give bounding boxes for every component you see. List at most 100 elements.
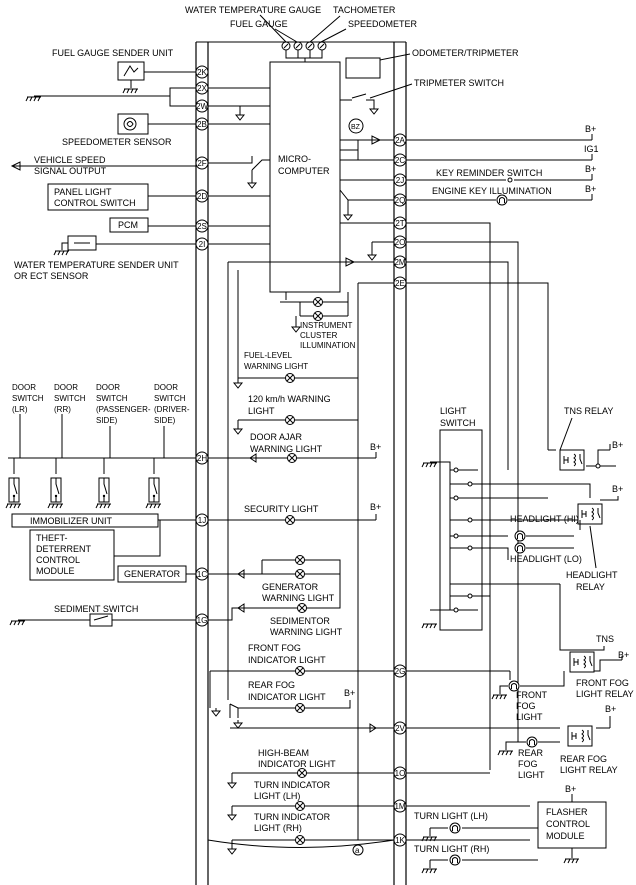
door-ajar-diode-icon	[249, 453, 257, 463]
theft-deterrent-label-2: DETERRENT	[36, 544, 92, 554]
headlight-hi-label: HEADLIGHT (HI)	[510, 514, 579, 524]
svg-text:2S: 2S	[197, 222, 207, 231]
door-switch-rr-ground-icon	[47, 503, 64, 509]
door-ajar-lamp-icon	[287, 453, 297, 463]
door-switch-passenger-label-1: DOOR	[96, 383, 120, 392]
left-terminals: 2K 2X 2W 2B 2F 2D 2S 2I 2H 1J 1C 1G	[195, 65, 209, 627]
warning-120-label-1: 120 km/h WARNING	[248, 394, 331, 404]
security-light-lamp-icon	[285, 515, 295, 525]
b-plus-rear-fog: B+	[344, 688, 355, 698]
light-switch-ground-1-icon	[421, 462, 438, 468]
rear-fog-light-bulb-icon	[526, 736, 538, 748]
fuel-level-warning-lamp-icon	[285, 373, 295, 383]
light-switch-box	[439, 429, 483, 631]
turn-light-rh-bulb-icon	[449, 854, 461, 866]
security-light-label: SECURITY LIGHT	[244, 504, 319, 514]
terminal-1K: 1K	[393, 833, 407, 847]
odometer-tripmeter-label: ODOMETER/TRIPMETER	[412, 48, 519, 58]
terminal-2T: 2T	[393, 216, 407, 230]
b-plus-tns-relay: B+	[612, 440, 623, 450]
flasher-label-3: MODULE	[546, 831, 585, 841]
terminal-2M: 2M	[393, 255, 407, 269]
terminal-1J: 1J	[195, 513, 209, 527]
svg-text:2W: 2W	[196, 102, 208, 111]
svg-text:2T: 2T	[395, 219, 404, 228]
door-switch-driver-ground-icon	[145, 503, 162, 509]
cluster-illumination-lamp-1-icon	[313, 297, 323, 307]
svg-text:2O: 2O	[395, 238, 406, 247]
b-plus-2q: B+	[585, 184, 596, 194]
water-temp-label-2: OR ECT SENSOR	[14, 271, 89, 281]
diode-2a-icon	[371, 135, 382, 145]
front-fog-relay-label-1: FRONT FOG	[576, 678, 629, 688]
buzzer-label: BZ	[351, 124, 361, 131]
tachometer-icon	[305, 41, 315, 51]
b-plus-door-ajar: B+	[370, 442, 381, 452]
terminal-2S: 2S	[195, 219, 209, 233]
sediment-switch-box	[89, 613, 113, 627]
b-plus-security: B+	[370, 502, 381, 512]
gauge-group: WATER TEMPERATURE GAUGE FUEL GAUGE TACHO…	[185, 5, 418, 62]
high-beam-lamp-icon	[297, 768, 307, 778]
svg-text:1G: 1G	[197, 616, 208, 625]
front-fog-relay-label-2: LIGHT RELAY	[576, 689, 634, 699]
light-switch-ground-2-icon	[421, 623, 438, 629]
b-plus-flasher: B+	[565, 784, 576, 794]
door-switch-lr-label-2: SWITCH	[12, 394, 44, 403]
door-switch-rr-label-2: SWITCH	[54, 394, 86, 403]
generator-warning-lamp-2-icon	[295, 569, 305, 579]
microcomputer: MICRO- COMPUTER	[269, 61, 341, 293]
warning-120-lamp-icon	[285, 415, 295, 425]
door-switch-lr-label-3: (LR)	[12, 405, 28, 414]
rear-fog-indicator-label-2: INDICATOR LIGHT	[248, 692, 326, 702]
microcomputer-label-1: MICRO-	[278, 154, 311, 164]
generator-warning-label-1: GENERATOR	[262, 582, 319, 592]
ground-2f-icon	[247, 179, 257, 189]
rear-fog-light-label-2: FOG	[518, 759, 538, 769]
terminal-1C: 1C	[195, 567, 209, 581]
terminal-2F: 2F	[195, 156, 209, 170]
ig1-label: IG1	[584, 144, 599, 154]
key-reminder-switch-label: KEY REMINDER SWITCH	[436, 168, 542, 178]
terminal-2X: 2X	[195, 81, 209, 95]
flasher-ground-icon	[563, 858, 580, 864]
water-temperature-gauge-label: WATER TEMPERATURE GAUGE	[185, 5, 321, 15]
flasher-label-2: CONTROL	[546, 819, 590, 829]
door-switch-passenger-label-3: (PASSENGER-	[96, 405, 151, 414]
terminal-2D: 2D	[195, 189, 209, 203]
door-switch-passenger-label-2: SWITCH	[96, 394, 128, 403]
fuel-gauge-sender-unit	[117, 61, 145, 81]
fuel-gauge-sender-unit-label: FUEL GAUGE SENDER UNIT	[52, 48, 174, 58]
svg-text:2F: 2F	[197, 159, 206, 168]
turn-light-lh-bulb-icon	[449, 822, 461, 834]
door-switch-lr-label-1: DOOR	[12, 383, 36, 392]
cluster-illumination-lamp-2-icon	[313, 311, 323, 321]
terminal-2E: 2E	[393, 276, 407, 290]
door-switch-driver-label-3: (DRIVER-	[154, 405, 190, 414]
front-fog-ground-icon	[211, 707, 221, 717]
high-beam-label-2: INDICATOR LIGHT	[258, 759, 336, 769]
speedometer-sensor-label: SPEEDOMETER SENSOR	[62, 137, 172, 147]
b-plus-2j: B+	[585, 164, 596, 174]
terminal-2H: 2H	[195, 451, 209, 465]
svg-text:2B: 2B	[197, 120, 207, 129]
terminal-2O: 2O	[393, 235, 407, 249]
door-switch-driver-label-1: DOOR	[154, 383, 178, 392]
water-temp-ground-icon	[53, 250, 70, 256]
theft-deterrent-label-3: CONTROL	[36, 555, 80, 565]
svg-text:2G: 2G	[395, 667, 406, 676]
front-fog-indicator-label-1: FRONT FOG	[248, 643, 301, 653]
terminal-2B: 2B	[195, 117, 209, 131]
front-fog-indicator-label-2: INDICATOR LIGHT	[248, 655, 326, 665]
front-fog-indicator-lamp-icon	[295, 666, 305, 676]
svg-text:2V: 2V	[395, 724, 405, 733]
b-plus-headlight-relay: B+	[612, 484, 623, 494]
rear-fog-indicator-label-1: REAR FOG	[248, 680, 295, 690]
door-switch-lr-icon	[8, 477, 20, 503]
rear-fog-relay-label-1: REAR FOG	[560, 754, 607, 764]
warning-120-ground-icon	[233, 425, 243, 435]
turn-indicator-lh-lamp-icon	[295, 801, 305, 811]
turn-indicator-rh-label-2: LIGHT (RH)	[254, 823, 302, 833]
vehicle-speed-label-2: SIGNAL OUTPUT	[34, 166, 107, 176]
